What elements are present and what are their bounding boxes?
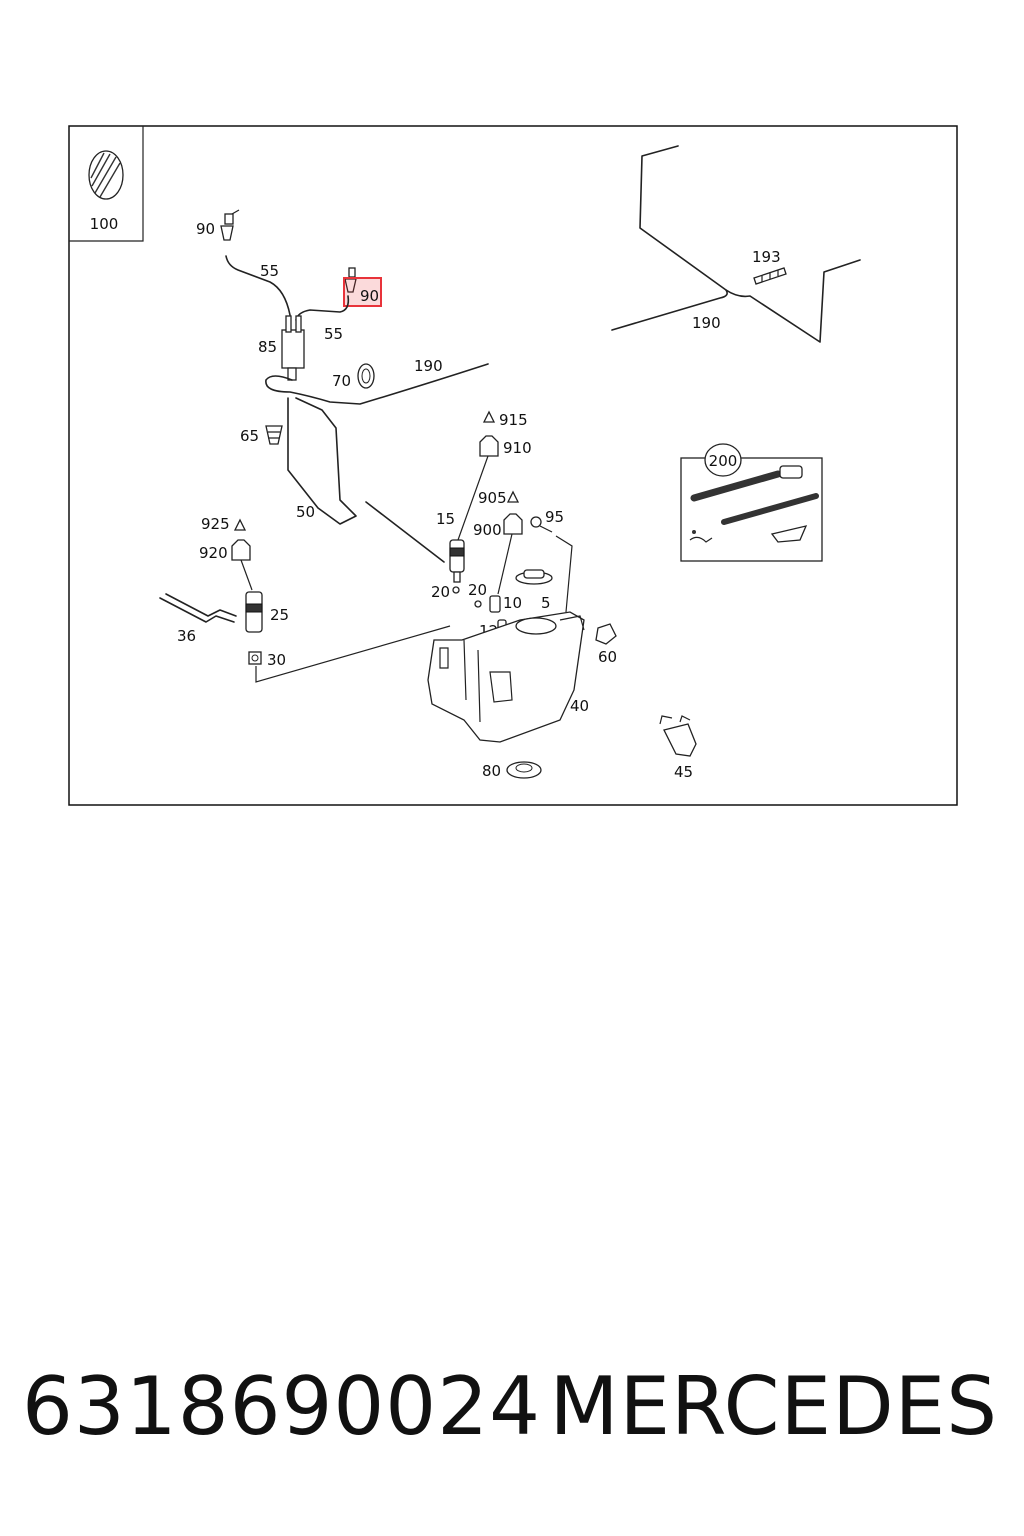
connector-193: 193 [752,248,787,285]
callout-30[interactable]: 30 [267,651,286,669]
inset-100: 100 [69,126,144,242]
reservoir-40: 40 [427,535,589,743]
callout-40[interactable]: 40 [570,697,589,715]
hose-190-right: 190 [611,145,861,343]
highlight-box [343,277,382,307]
cap-5: 5 [515,569,553,612]
kit-200: 200 [680,443,823,562]
grommet-65: 65 [240,425,283,445]
callout-45[interactable]: 45 [674,763,693,781]
callout-200[interactable]: 200 [709,452,738,470]
clip-60: 60 [595,623,617,666]
pump-25: 25 [245,591,289,633]
callout-50[interactable]: 50 [296,503,315,521]
callout-90-highlighted[interactable]: 90 [360,287,379,305]
callout-36[interactable]: 36 [177,627,196,645]
bracket-45: 45 [659,715,697,781]
callout-95[interactable]: 95 [545,508,564,526]
callout-920[interactable]: 920 [199,544,228,562]
nozzle-90-left: 90 [196,209,240,241]
callout-70[interactable]: 70 [332,372,351,390]
sensor-10: 10 [489,594,522,613]
callout-10[interactable]: 10 [503,594,522,612]
hose-36: 36 [159,593,237,645]
seal-915: 915 [482,410,528,429]
callout-60[interactable]: 60 [598,648,617,666]
parts-diagram: 100 90 90 55 55 85 70 190 [68,125,958,806]
plug-910: 910 [479,435,532,457]
callout-15[interactable]: 15 [436,510,455,528]
callout-905[interactable]: 905 [478,489,507,507]
part-number: 6318690024 [22,1360,541,1453]
plug-920: 920 [199,539,251,562]
brand-name: MERCEDES [549,1360,998,1453]
callout-85[interactable]: 85 [258,338,277,356]
diagram-frame [68,125,958,806]
seal-20-left: 20 [431,583,460,601]
hose-190-center: 190 [265,357,489,405]
callout-20-right[interactable]: 20 [468,581,487,599]
plug-900: 900 [473,513,523,539]
callout-915[interactable]: 915 [499,411,528,429]
callout-20-left[interactable]: 20 [431,583,450,601]
callout-25[interactable]: 25 [270,606,289,624]
seal-20-right: 20 [468,581,487,608]
seal-925: 925 [201,515,247,533]
callout-80[interactable]: 80 [482,762,501,780]
hose-55: 55 55 [225,255,350,343]
screw-95: 95 [530,508,564,533]
hose-50: 50 [287,397,445,563]
grommet-80: 80 [482,761,542,780]
callout-5[interactable]: 5 [541,594,551,612]
callout-55-bottom[interactable]: 55 [324,325,343,343]
callout-900[interactable]: 900 [473,521,502,539]
pump-15: 15 [436,510,465,583]
seal-905: 905 [478,489,520,507]
callout-65[interactable]: 65 [240,427,259,445]
callout-193[interactable]: 193 [752,248,781,266]
grommet-70: 70 [332,363,375,390]
nut-30: 30 [248,651,286,669]
valve-85: 85 [258,315,305,381]
callout-190-right[interactable]: 190 [692,314,721,332]
callout-910[interactable]: 910 [503,439,532,457]
footer: 6318690024 MERCEDES [0,1360,1024,1480]
callout-190-center[interactable]: 190 [414,357,443,375]
callout-90-left[interactable]: 90 [196,220,215,238]
callout-100[interactable]: 100 [90,215,119,233]
nozzle-90-highlighted: 90 [343,267,382,307]
callout-925[interactable]: 925 [201,515,230,533]
callout-55-top[interactable]: 55 [260,262,279,280]
